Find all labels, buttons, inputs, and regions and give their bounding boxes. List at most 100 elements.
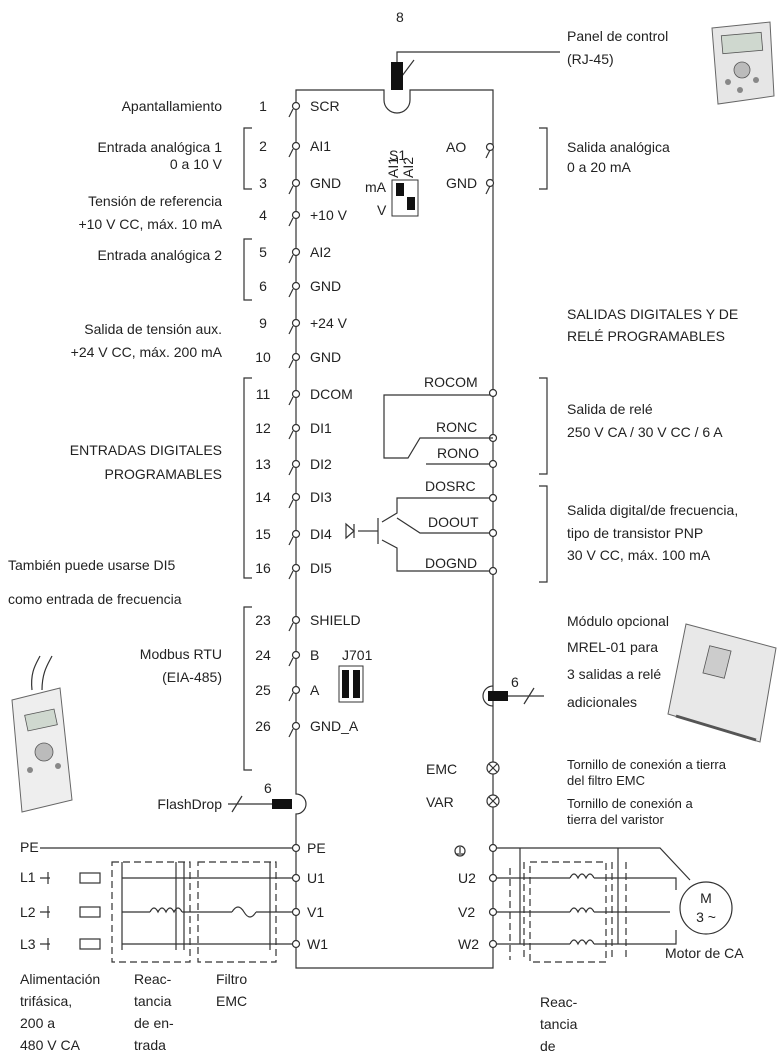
term-v1: V1 [307,904,324,920]
bottom-label-supply: 480 V CA [20,1037,81,1053]
label-ref-title: Tensión de referencia [88,193,222,209]
bottom-label-reactor_in: tancia [134,993,172,1009]
term-u2: U2 [458,870,476,886]
terminal-name: GND [310,278,341,294]
flashdrop-slash [231,795,243,813]
motor-phase: 3 ~ [696,909,716,925]
panel-cable [396,51,560,88]
jumper-label: J701 [342,647,373,663]
output-wires [497,847,691,963]
terminal-tick [288,148,294,158]
label-pe-left: PE [20,839,39,855]
term-rono: RONO [437,445,479,461]
terminal-point [291,459,301,469]
term-dognd-point [488,566,498,576]
bottom-label-reactor_out: Reac- [540,994,578,1010]
terminal-tick [288,622,294,632]
terminal-point [291,423,301,433]
terminal-tick [288,657,294,667]
s1-label: S1 [389,147,406,163]
cable-count-top: 8 [396,9,404,25]
terminal-number: 14 [255,489,271,505]
terminal-number: 12 [255,420,271,436]
terminal-name: DI3 [310,489,332,505]
terminal-point [291,141,301,151]
terminal-tick [288,499,294,509]
mrel-connector [488,691,508,701]
jumper-j701 [338,665,364,703]
terminal-point [291,281,301,291]
term-doout-point [488,528,498,538]
terminal-tick [288,185,294,195]
label-var-b: tierra del varistor [567,812,664,827]
terminal-name: AI2 [310,244,331,260]
terminal-tick [288,217,294,227]
term-w2: W2 [458,936,479,952]
label-ai1-range: 0 a 10 V [170,156,223,172]
terminal-name: +10 V [310,207,348,223]
label-do-type: tipo de transistor PNP [567,525,703,541]
bottom-label-reactor_in: Reac- [134,971,172,987]
term-gnd-motor-point [488,843,498,853]
bracket-ai1 [243,127,252,190]
terminal-tick [288,536,294,546]
control-panel-image [711,21,775,105]
terminal-number: 3 [259,175,267,191]
terminal-tick [288,359,294,369]
label-var-a: Tornillo de conexión a [567,796,694,811]
terminal-tick [288,692,294,702]
bottom-label-reactor_in: trada [134,1037,166,1053]
label-l2: L2 [20,904,36,920]
terminal-tick [288,430,294,440]
term-u1: U1 [307,870,325,886]
emc-screw-icon [486,761,500,775]
terminal-name: DI4 [310,526,332,542]
bottom-label-reactor_out: de [540,1038,556,1054]
term-w1-point [291,939,301,949]
s1-v: V [377,202,387,218]
terminal-point [291,615,301,625]
cable-slash-top [401,59,415,77]
flashdrop-count: 6 [264,780,272,796]
bracket-modbus [243,606,252,771]
terminal-tick [288,570,294,580]
flashdrop-connector [272,799,292,809]
label-ai1-title: Entrada analógica 1 [97,139,222,155]
terminal-point [291,101,301,111]
terminal-number: 6 [259,278,267,294]
label-ao-range: 0 a 20 mA [567,159,631,175]
label-emc-a: Tornillo de conexión a tierra [567,757,727,772]
terminal-name: DI5 [310,560,332,576]
terminal-name: DI2 [310,456,332,472]
terminal-number: 11 [256,386,271,402]
drive-box [295,89,494,969]
terminal-name: GND [310,349,341,365]
terminal-number: 9 [259,315,267,331]
mrel-count: 6 [511,674,519,690]
terminal-tick [288,396,294,406]
label-aux-spec: +24 V CC, máx. 200 mA [71,344,223,360]
bottom-label-reactor_out: tancia [540,1016,578,1032]
ground-icon [454,845,466,857]
term-pe-point [291,843,301,853]
rj45-connector [391,62,403,90]
term-v2: V2 [458,904,475,920]
bracket-ai2 [243,238,252,301]
bracket-relay [539,377,548,475]
term-w1: W1 [307,936,328,952]
transistor-symbol [345,497,490,572]
bottom-label-filter: Filtro [216,971,247,987]
terminal-point [291,352,301,362]
relay-contact [383,394,493,459]
terminal-tick [288,466,294,476]
term-w2-point [488,939,498,949]
terminal-point [291,389,301,399]
label-do-title: Salida digital/de frecuencia, [567,502,738,518]
motor-m: M [700,890,712,906]
s1-col-ai2: AI2 [400,157,416,178]
label-dig-title: SALIDAS DIGITALES Y DE [567,306,738,322]
terminal-point [291,178,301,188]
label-flashdrop: FlashDrop [157,796,222,812]
terminal-number: 16 [255,560,271,576]
